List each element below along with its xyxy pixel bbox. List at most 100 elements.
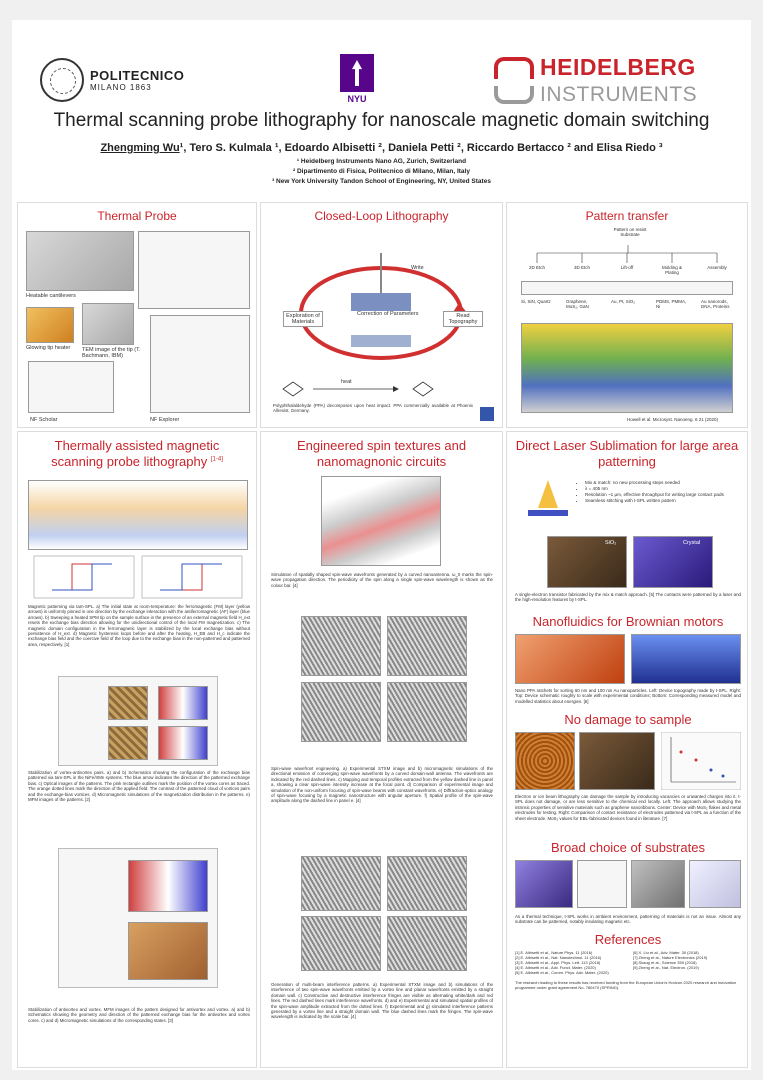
panel-closed-loop: Closed-Loop Lithography Exploration of M… <box>260 202 503 428</box>
affiliation-2: ² Dipartimento di Fisica, Politecnico di… <box>293 168 470 175</box>
nyu-label: NYU <box>347 94 367 104</box>
reference-8: [8] Skaug et al., Science 359 (2018) <box>633 960 697 965</box>
tree-lines <box>536 245 718 263</box>
tam-caption-2: Stabilization of vortex-antivortex pairs… <box>28 770 250 803</box>
references-left: [1] E. Albisetti et al., Nature Phys. 11… <box>515 950 631 975</box>
tree-node-liftoff: Lift-off <box>620 265 634 270</box>
polimi-sub: MILANO 1863 <box>90 83 152 92</box>
poster-title: Thermal scanning probe lithography for n… <box>53 110 710 131</box>
tree-node-assembly: Assembly <box>707 265 727 270</box>
affiliation-3: ³ New York University Tandon School of E… <box>272 178 491 185</box>
polimi-logo: POLITECNICO MILANO 1863 <box>40 58 184 102</box>
tam-spl-schematic <box>28 480 248 550</box>
reference-3: [3] E. Albisetti et al., Appl. Phys. Let… <box>515 960 601 965</box>
substrates-title: Broad choice of substrates <box>551 840 705 855</box>
other-authors: ¹, Tero S. Kulmala ¹, Edoardo Albisetti … <box>179 142 663 154</box>
authors: Zhengming Wu¹, Tero S. Kulmala ¹, Edoard… <box>12 142 751 154</box>
substrates-caption: As a thermal technique, t-SPL works in a… <box>515 914 741 925</box>
thermal-probe-title: Thermal Probe <box>97 209 177 223</box>
allresist-logo-icon <box>480 407 494 421</box>
spin-caption-1: Simulation of spatially shaped spin-wave… <box>271 572 493 588</box>
nf-scholar-label: NF Scholar <box>30 417 58 423</box>
monomer-ring <box>412 381 434 397</box>
cantilever-sem-image <box>26 231 134 291</box>
heidelberg-mark-icon <box>494 56 534 79</box>
first-author: Zhengming Wu <box>100 142 180 154</box>
laser-beam-icon <box>528 480 568 516</box>
tree-sub-molding: PDMS, PMMA, Ni <box>656 299 687 309</box>
laser-title: Direct Laser Sublimation for large area … <box>515 438 739 469</box>
closed-loop-diagram <box>293 253 469 360</box>
crystal-label: Crystal <box>683 540 701 546</box>
panel-thermally-assisted: Thermally assisted magnetic scanning pro… <box>17 431 257 1068</box>
stxm-image-b <box>387 616 467 676</box>
spin-wave-simulation-image <box>321 476 441 566</box>
poster: POLITECNICO MILANO 1863 NYU HEIDELBERG I… <box>12 20 751 1070</box>
spin-caption-3: Generation of multi-beam interference pa… <box>271 982 493 1020</box>
polimi-seal-icon <box>40 58 84 102</box>
panel-spin-textures: Engineered spin textures and nanomagnoni… <box>260 431 503 1068</box>
tree-node-molding: Molding & Plating <box>661 265 682 275</box>
tree-sub-liftoff: Au, Pt, SiO₂ <box>611 299 636 304</box>
transfer-profiles-row <box>521 281 733 295</box>
thermally-assisted-title-sup: [1-4] <box>210 456 223 463</box>
tree-node-2d-etch: 2D Etch <box>528 265 545 270</box>
ppa-ring <box>282 381 304 397</box>
no-damage-title: No damage to sample <box>564 712 692 727</box>
interference-image-f <box>301 916 381 971</box>
nyu-logo: NYU <box>340 54 374 104</box>
funding-note: The research leading to these results ha… <box>515 980 737 990</box>
panel-pattern-transfer: Pattern transfer Pattern on resist Subst… <box>506 202 748 428</box>
interference-image-g <box>387 916 467 971</box>
thermally-assisted-title: Thermally assisted magnetic scanning pro… <box>18 438 256 469</box>
nyu-torch-icon <box>340 54 374 92</box>
ratchet-topography-image <box>515 634 625 684</box>
tree-sub-2d: Si, SiN, Quartz <box>521 299 551 304</box>
laser-bullet-4: Seamless stitching with t-SPL written pa… <box>585 498 741 504</box>
set-zoom-image <box>633 536 713 588</box>
write-label: Write <box>411 265 424 271</box>
reference-5: [5] E. Albisetti et al., Comm. Phys. Adv… <box>515 970 609 975</box>
panel-thermal-probe: Thermal Probe Heatable cantilevers Glowi… <box>17 202 257 428</box>
interference-image-a <box>301 856 381 911</box>
graphene-image <box>515 732 575 790</box>
ppa-molecule-diagram <box>282 381 434 397</box>
laser-caption: A single-electron transistor fabricated … <box>515 592 741 603</box>
references-right: [6] X. Liu et al., Adv. Mater. 30 (2018)… <box>633 950 743 970</box>
thermally-assisted-title-text: Thermally assisted magnetic scanning pro… <box>51 438 220 469</box>
nf-explorer-label: NF Explorer <box>150 417 180 423</box>
reference-4: [4] E. Albisetti et al., Adv. Funct. Mat… <box>515 965 596 970</box>
heidelberg-name: HEIDELBERG <box>540 54 696 80</box>
laser-bullet-2: λ = 405 nm <box>585 486 741 492</box>
references-title: References <box>594 932 662 947</box>
nanofluidics-caption: Nano PPA ratchets for sorting 60 nm and … <box>515 688 741 704</box>
reference-6: [6] X. Liu et al., Adv. Mater. 30 (2018) <box>633 950 699 955</box>
laser-bullet-3: Resolution ~1 µm, effective throughput f… <box>585 492 741 498</box>
tam-caption-3: Stabilization of antivortex and vortex. … <box>28 1007 250 1023</box>
cantilevers-label: Heatable cantilevers <box>26 293 76 299</box>
glowing-heater-image <box>26 307 74 343</box>
substrate-sample-image <box>631 860 685 908</box>
heat-label: heat <box>341 379 352 385</box>
contact-resistance-plot <box>661 732 741 790</box>
tree-sub-3d: Graphene, MoS₂, GaN <box>566 299 589 309</box>
stxm-image-d <box>301 682 381 742</box>
tree-root: Pattern on resist Substrate <box>613 227 647 237</box>
panel-right-column: Direct Laser Sublimation for large area … <box>506 431 748 1068</box>
substrate-block <box>351 293 411 311</box>
set-device-image <box>547 536 627 588</box>
reference-2: [2] E. Albisetti et al., Nat. Nanotechno… <box>515 955 602 960</box>
poster-header: POLITECNICO MILANO 1863 NYU HEIDELBERG I… <box>12 20 751 220</box>
reference-9: [9] Zheng et al., Nat. Electron. (2019) <box>633 965 699 970</box>
transfer-examples-image <box>521 323 733 413</box>
no-damage-caption: Electron or ion beam lithography can dam… <box>515 794 741 821</box>
pattern-transfer-title: Pattern transfer <box>585 209 669 223</box>
vortex-mfm-sim-image <box>158 726 208 760</box>
tem-label: TEM image of the tip (T. Bachmann, IBM) <box>82 347 141 359</box>
tem-tip-image <box>82 303 134 345</box>
tree-node-3d-etch: 3D Etch <box>573 265 590 270</box>
substrate-glass-image <box>689 860 741 908</box>
laser-bullets: Mix & match: no new processing steps nee… <box>577 480 741 504</box>
ratchet-schematic-image <box>631 634 741 684</box>
heidelberg-logo: HEIDELBERG INSTRUMENTS <box>494 54 697 107</box>
